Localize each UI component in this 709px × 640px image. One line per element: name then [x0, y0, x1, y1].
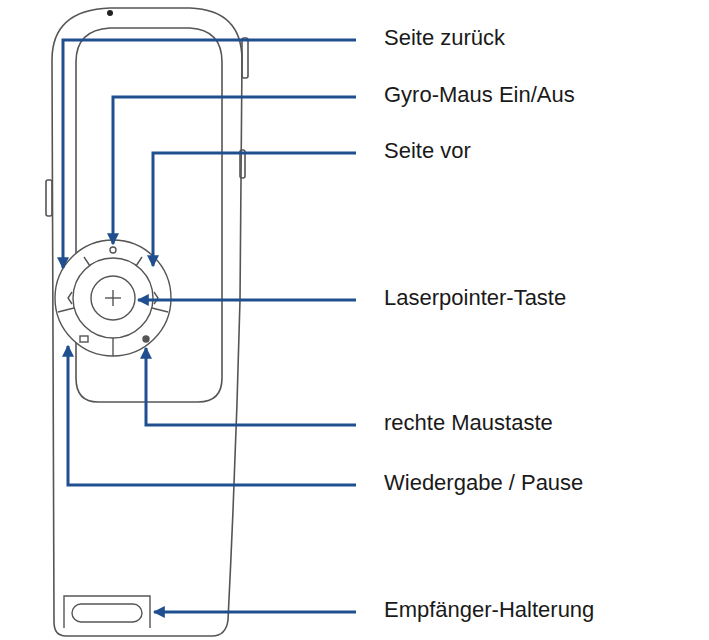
leader-arrows — [63, 40, 356, 612]
part-label: Seite zurück — [384, 25, 505, 51]
part-label: Gyro-Maus Ein/Aus — [384, 82, 575, 108]
leader-arrow — [154, 611, 356, 614]
part-label: Laserpointer-Taste — [384, 285, 566, 311]
part-label: Seite vor — [384, 138, 471, 164]
leader-arrow — [68, 346, 356, 485]
part-label: rechte Maustaste — [384, 410, 553, 436]
button-cluster — [0, 0, 171, 356]
receiver-holder — [64, 596, 150, 628]
leader-arrow — [146, 348, 356, 425]
part-label: Wiedergabe / Pause — [384, 470, 583, 496]
status-led — [107, 10, 113, 16]
leader-arrow — [153, 153, 356, 266]
housing — [46, 8, 248, 636]
part-label: Empfänger-Halterung — [384, 597, 594, 623]
leader-arrow — [138, 299, 356, 302]
leader-arrow — [113, 97, 356, 244]
leader-arrow — [63, 40, 356, 268]
